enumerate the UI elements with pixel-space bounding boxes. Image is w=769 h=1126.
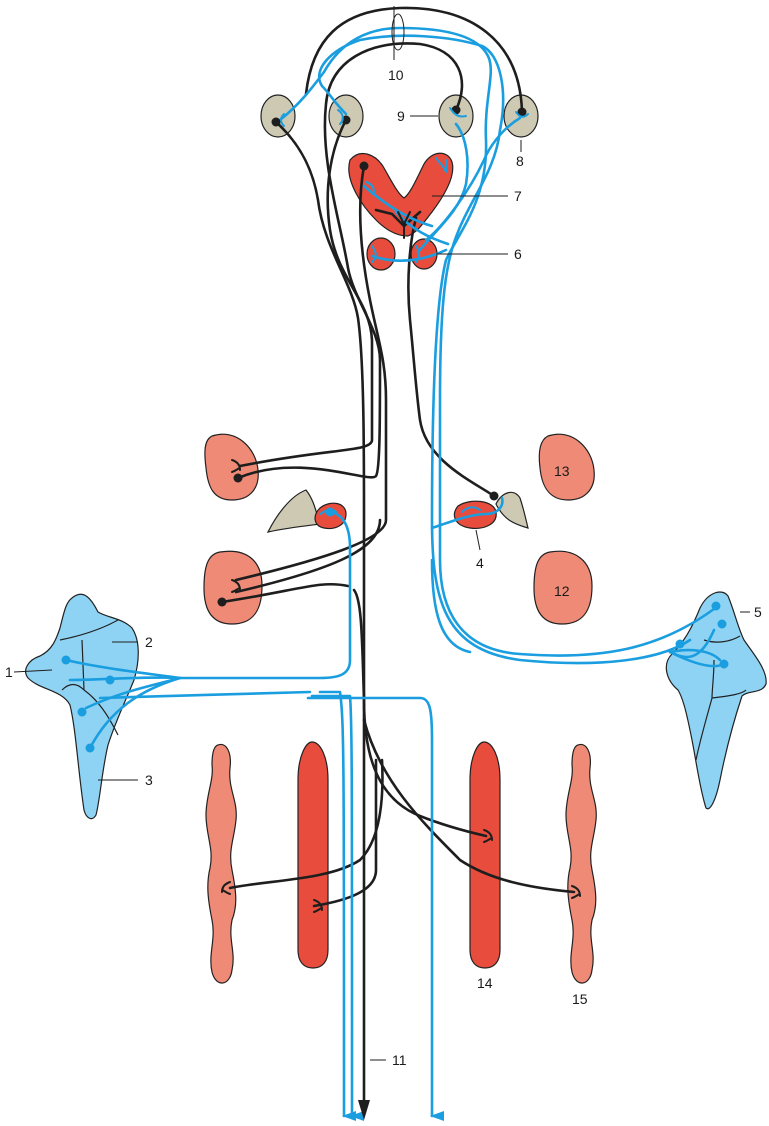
label-9: 9 bbox=[397, 108, 405, 124]
label-10: 10 bbox=[388, 67, 404, 83]
black-arrowhead bbox=[358, 1100, 370, 1120]
organ-15 bbox=[566, 744, 596, 983]
black-terminals bbox=[222, 212, 580, 912]
label-8: 8 bbox=[516, 153, 524, 169]
label-1: 1 bbox=[5, 664, 13, 680]
ganglion-9 bbox=[439, 95, 473, 137]
label-12: 12 bbox=[554, 583, 570, 599]
left-blue-organ bbox=[26, 594, 139, 818]
right-blue-organ bbox=[666, 592, 766, 809]
black-pathways bbox=[222, 8, 574, 1112]
upper-left-organ bbox=[205, 434, 258, 500]
label-14: 14 bbox=[477, 975, 493, 991]
label-7: 7 bbox=[514, 188, 522, 204]
label-6: 6 bbox=[514, 246, 522, 262]
label-2: 2 bbox=[145, 634, 153, 650]
label-3: 3 bbox=[145, 772, 153, 788]
label-11: 11 bbox=[392, 1052, 407, 1068]
left-red-elongated-organ bbox=[298, 742, 328, 968]
organ-14 bbox=[470, 742, 500, 968]
left-gray-wing bbox=[268, 490, 320, 532]
label-5: 5 bbox=[754, 604, 762, 620]
ganglion-far-left bbox=[261, 95, 295, 137]
label-13: 13 bbox=[554, 463, 570, 479]
left-wavy-organ bbox=[206, 744, 236, 983]
left-lobe bbox=[367, 238, 395, 270]
label-4: 4 bbox=[476, 555, 484, 571]
label-15: 15 bbox=[572, 991, 588, 1007]
